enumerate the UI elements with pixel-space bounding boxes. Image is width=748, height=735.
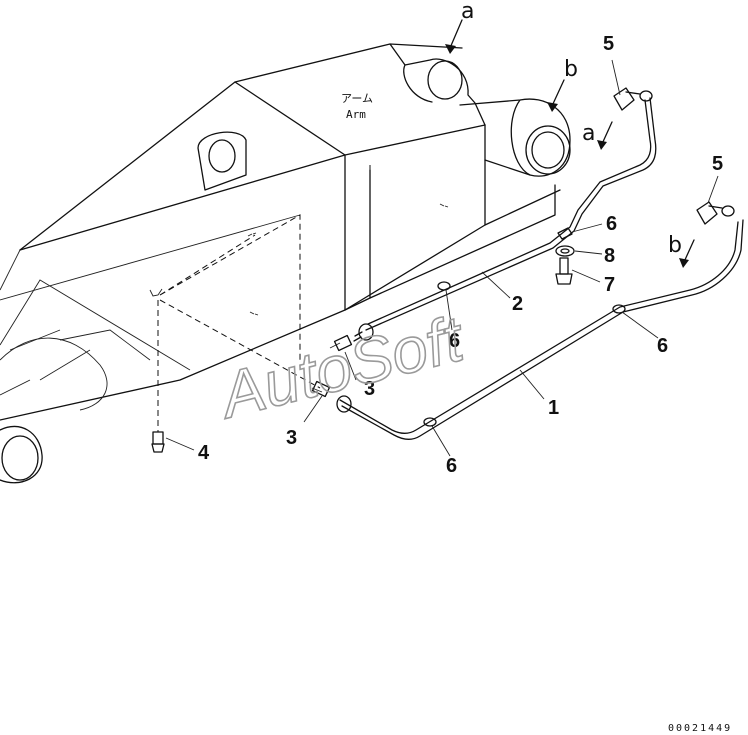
callout-3-upper: 3 — [364, 378, 375, 400]
fitting-3-upper — [329, 334, 353, 352]
grease-point-marker — [149, 288, 163, 297]
pipe-1-end-fitting — [336, 395, 352, 413]
callout-4: 4 — [198, 442, 210, 464]
dashed-leaders — [157, 165, 371, 432]
callout-6-clamp-right: 6 — [657, 335, 668, 357]
callout-6-clamp-mid: 6 — [449, 330, 460, 352]
view-letter-a-top: a — [461, 0, 474, 24]
view-letter-b-top: b — [564, 57, 578, 82]
callout-1: 1 — [548, 397, 559, 419]
hose-connector-5a — [613, 87, 653, 111]
view-arrows — [445, 19, 695, 268]
arm-label-en: Arm — [346, 108, 366, 121]
watermark: AutoSoft — [210, 302, 472, 433]
callout-6-clamp-bottom: 6 — [446, 455, 457, 477]
pipe-2-end-fitting — [353, 323, 374, 342]
fitting-3-lower — [311, 380, 331, 398]
drawing-code: 00021449 — [668, 723, 732, 734]
bolt-7 — [555, 257, 573, 285]
callout-8: 8 — [604, 245, 615, 267]
arm-body — [0, 43, 571, 484]
washer-8 — [555, 245, 575, 257]
hose-connector-5b — [696, 201, 735, 225]
callout-leaders — [165, 59, 719, 457]
clamps-6 — [423, 227, 626, 427]
callout-3-lower: 3 — [286, 427, 297, 449]
callout-6-clamp-top: 6 — [606, 213, 617, 235]
callout-7: 7 — [604, 274, 615, 296]
view-letter-a-detail: a — [582, 121, 595, 146]
grease-pipe-2 — [365, 97, 657, 331]
callout-2: 2 — [512, 293, 523, 315]
grease-pipe-1 — [339, 219, 744, 440]
arm-label-jp: アーム — [341, 92, 373, 105]
view-letter-b-detail: b — [668, 233, 682, 258]
grease-nipple-4 — [151, 431, 165, 453]
callout-5-lower: 5 — [712, 153, 723, 175]
callout-5-upper: 5 — [603, 33, 614, 55]
